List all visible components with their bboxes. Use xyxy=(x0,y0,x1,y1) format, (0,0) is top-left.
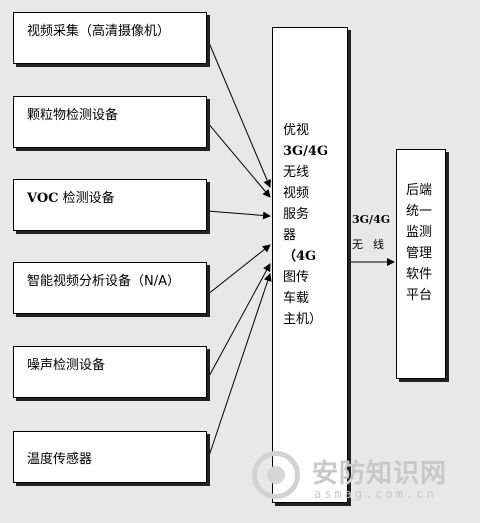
arrow-voc-to-server xyxy=(206,210,271,220)
watermark-logo-icon xyxy=(252,451,300,499)
server-line: （4G xyxy=(283,249,317,264)
server-line: 服务 xyxy=(283,207,310,222)
arrow-noise-to-server xyxy=(206,263,271,381)
device-voc-detector-label: VOC 检测设备 xyxy=(27,187,115,206)
device-video-analysis: 智能视频分析设备（N/A） xyxy=(13,262,207,314)
server-line: 车载 xyxy=(283,291,310,306)
voc-suffix: 检测设备 xyxy=(58,191,115,206)
link-label-network: 3G/4G xyxy=(352,213,391,226)
server-line: 器 xyxy=(283,228,297,243)
platform-text: 后端 统一 监测 管理 软件 平台 xyxy=(406,180,432,306)
server-line: 图传 xyxy=(283,270,310,285)
video-server-box: 优视 3G/4G 无线 视频 服务 器 （4G 图传 车载 主机） xyxy=(272,27,348,503)
server-line: 无线 xyxy=(283,165,310,180)
platform-line: 监测 xyxy=(406,225,433,240)
voc-prefix: VOC xyxy=(27,191,59,206)
platform-line: 平台 xyxy=(406,288,433,303)
link-label-wireless: 无线 xyxy=(352,238,394,251)
device-voc-detector: VOC 检测设备 xyxy=(13,179,207,231)
device-video-capture-label: 视频采集（高清摄像机） xyxy=(27,24,171,39)
arrow-particle-to-server xyxy=(206,121,271,198)
server-line: 主机） xyxy=(283,312,323,327)
device-temperature-sensor: 温度传感器 xyxy=(13,431,207,483)
platform-line: 软件 xyxy=(406,267,433,282)
arrow-video-to-server xyxy=(206,37,271,188)
platform-line: 统一 xyxy=(406,204,433,219)
arrow-analysis-to-server xyxy=(206,244,271,296)
device-noise-detector-label: 噪声检测设备 xyxy=(27,358,106,373)
video-server-text: 优视 3G/4G 无线 视频 服务 器 （4G 图传 车载 主机） xyxy=(283,120,328,330)
server-line: 优视 xyxy=(283,123,310,138)
monitoring-platform-box: 后端 统一 监测 管理 软件 平台 xyxy=(396,149,446,379)
watermark: 安防知识网 asmag.com.cn xyxy=(248,447,480,507)
server-line: 3G/4G xyxy=(283,144,329,159)
watermark-url: asmag.com.cn xyxy=(314,487,437,501)
device-video-analysis-label: 智能视频分析设备（N/A） xyxy=(27,274,180,289)
device-particle-detector-label: 颗粒物检测设备 xyxy=(27,108,119,123)
platform-line: 管理 xyxy=(406,246,433,261)
device-video-capture: 视频采集（高清摄像机） xyxy=(13,12,207,64)
arrow-temp-to-server xyxy=(206,273,272,463)
device-temperature-sensor-label: 温度传感器 xyxy=(27,451,93,467)
device-noise-detector: 噪声检测设备 xyxy=(13,346,207,398)
platform-line: 后端 xyxy=(406,183,433,198)
device-particle-detector: 颗粒物检测设备 xyxy=(13,96,207,148)
watermark-title: 安防知识网 xyxy=(312,459,448,489)
server-line: 视频 xyxy=(283,186,310,201)
